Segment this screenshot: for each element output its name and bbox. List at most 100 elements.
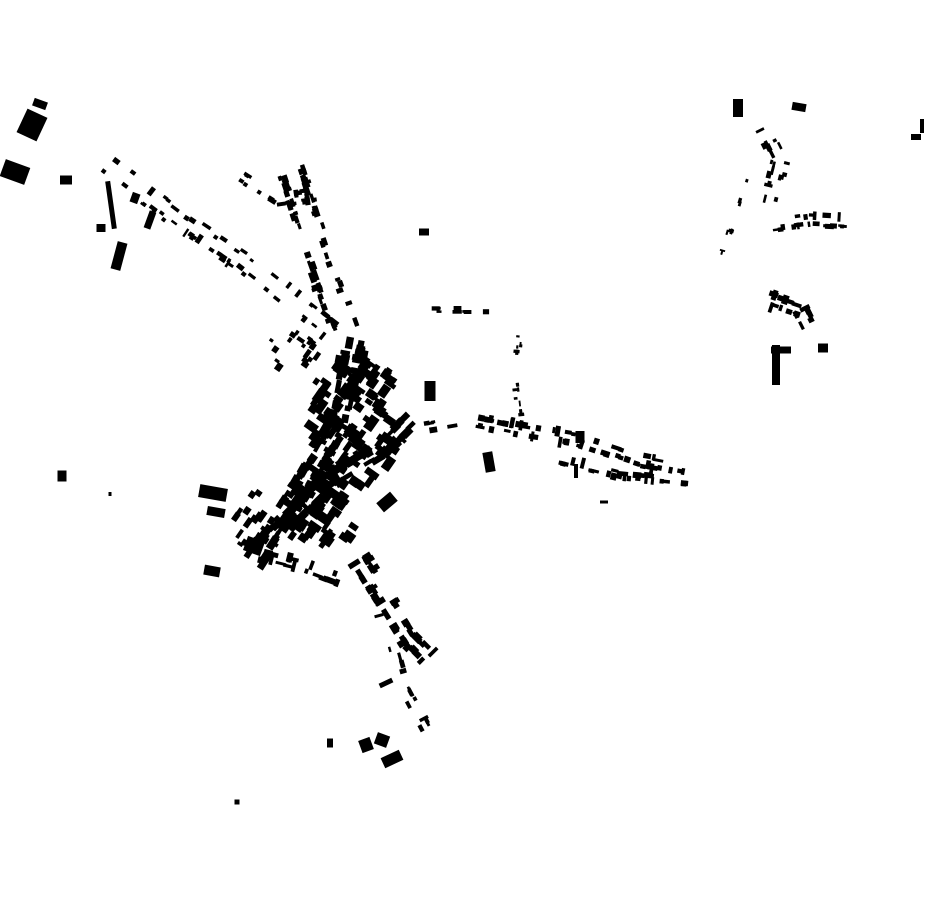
building xyxy=(364,397,374,407)
building xyxy=(347,558,361,570)
building xyxy=(423,717,431,727)
building xyxy=(247,490,257,500)
building xyxy=(406,627,415,637)
building xyxy=(188,216,197,225)
building xyxy=(557,436,563,448)
building xyxy=(352,316,360,327)
building xyxy=(837,212,841,222)
building xyxy=(285,552,294,563)
building xyxy=(363,414,380,433)
building xyxy=(316,500,327,512)
building xyxy=(96,224,106,232)
building xyxy=(295,472,305,480)
building xyxy=(333,394,344,404)
building xyxy=(361,551,373,562)
building xyxy=(771,346,791,354)
building xyxy=(427,646,439,658)
building xyxy=(353,460,361,469)
building xyxy=(428,426,438,434)
building xyxy=(513,349,520,354)
building xyxy=(632,460,641,467)
building xyxy=(284,182,290,189)
building xyxy=(182,228,190,238)
building xyxy=(283,498,297,511)
building xyxy=(312,480,329,496)
building xyxy=(602,450,611,459)
building xyxy=(400,617,411,628)
building xyxy=(385,425,398,438)
building xyxy=(110,241,128,271)
building xyxy=(320,478,333,492)
building xyxy=(373,404,387,418)
building xyxy=(397,652,403,662)
building xyxy=(373,597,380,607)
building xyxy=(312,397,329,416)
building xyxy=(652,457,664,463)
building xyxy=(642,452,652,460)
building xyxy=(610,444,622,452)
building xyxy=(276,201,286,207)
building xyxy=(359,352,371,363)
building xyxy=(335,476,350,491)
building xyxy=(112,156,121,166)
building xyxy=(785,308,793,316)
building xyxy=(516,345,519,349)
building xyxy=(254,488,263,498)
building xyxy=(518,424,531,430)
building xyxy=(218,255,227,264)
building xyxy=(436,310,442,313)
building xyxy=(646,462,653,468)
building xyxy=(327,738,333,748)
building xyxy=(268,555,275,566)
building xyxy=(447,423,458,429)
building xyxy=(373,732,391,748)
building xyxy=(268,337,274,343)
building xyxy=(508,417,515,429)
building xyxy=(396,637,410,649)
building xyxy=(807,221,811,228)
building xyxy=(270,272,280,280)
building xyxy=(656,464,663,471)
building xyxy=(240,271,247,278)
building xyxy=(121,181,129,189)
building xyxy=(475,424,485,430)
building xyxy=(623,455,632,464)
building xyxy=(249,257,255,263)
building xyxy=(345,300,353,307)
building xyxy=(796,222,800,230)
building xyxy=(407,687,415,697)
building xyxy=(320,237,329,247)
building xyxy=(170,219,178,226)
building xyxy=(840,224,845,229)
building xyxy=(380,608,392,621)
building xyxy=(290,560,297,573)
building xyxy=(650,477,655,485)
building xyxy=(769,159,774,165)
building xyxy=(266,515,277,526)
building xyxy=(294,289,303,298)
building xyxy=(762,194,768,203)
building xyxy=(238,177,245,184)
building xyxy=(320,302,328,312)
building xyxy=(320,489,335,504)
building xyxy=(292,484,306,499)
building xyxy=(296,222,302,230)
building xyxy=(383,378,397,390)
building xyxy=(261,556,270,563)
building xyxy=(418,714,429,723)
building xyxy=(352,355,367,367)
building xyxy=(323,252,330,260)
building xyxy=(344,336,355,350)
building xyxy=(755,127,765,134)
building xyxy=(289,199,294,205)
building xyxy=(329,317,340,327)
building xyxy=(804,308,812,316)
building xyxy=(416,656,426,665)
building xyxy=(778,304,784,312)
building xyxy=(208,246,215,253)
building xyxy=(148,204,158,213)
building xyxy=(558,460,569,467)
building xyxy=(571,431,576,437)
